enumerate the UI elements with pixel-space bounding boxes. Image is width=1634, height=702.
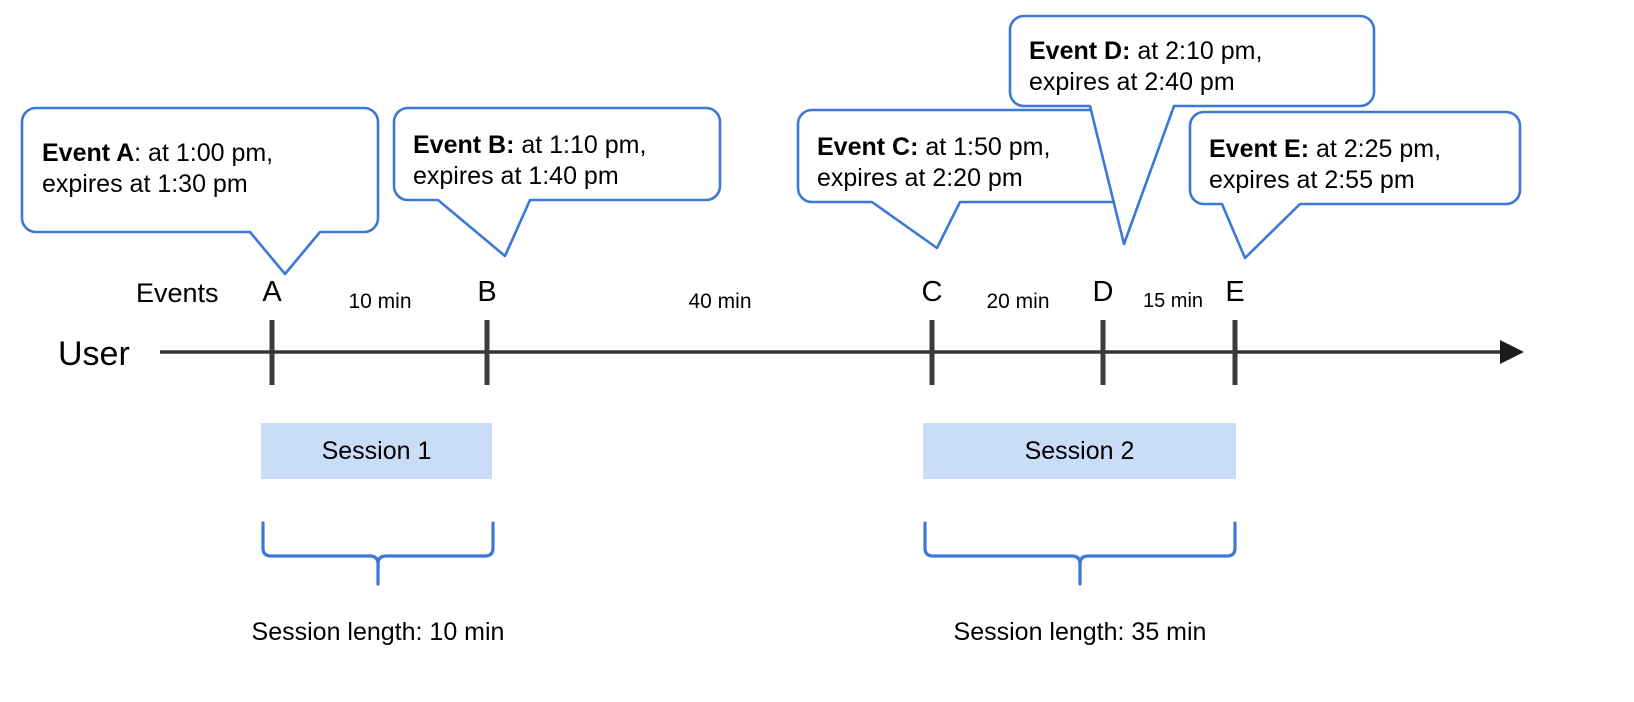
callout-line-2: expires at 2:40 pm: [1029, 67, 1262, 98]
tick-letter-e: E: [1225, 276, 1245, 308]
callout-line-1: Event C: at 1:50 pm,: [817, 132, 1050, 163]
event-detail2-d: expires at 2:40 pm: [1029, 68, 1235, 96]
tick-letter-c: C: [921, 276, 943, 308]
callout-text-c: Event C: at 1:50 pm, expires at 2:20 pm: [817, 132, 1050, 194]
event-name-c: Event C:: [817, 133, 919, 161]
event-detail1-e: at 2:25 pm,: [1309, 135, 1442, 163]
callout-text-b: Event B: at 1:10 pm, expires at 1:40 pm: [413, 130, 646, 192]
gap-label-c-d: 20 min: [986, 290, 1050, 313]
event-name-b: Event B:: [413, 131, 515, 159]
callout-bubble-b[interactable]: [392, 106, 722, 258]
callout-bubble-a[interactable]: [20, 106, 380, 276]
event-name-d: Event D:: [1029, 37, 1131, 65]
callout-bubble-e[interactable]: [1188, 110, 1522, 260]
callout-text-a: Event A: at 1:00 pm, expires at 1:30 pm: [42, 138, 273, 200]
tick-letter-d: D: [1092, 276, 1114, 308]
session-1-brace: [261, 521, 495, 586]
event-detail1-c: at 1:50 pm,: [918, 133, 1051, 161]
event-detail2-e: expires at 2:55 pm: [1209, 166, 1415, 194]
event-detail1-b: at 1:10 pm,: [514, 131, 647, 159]
gap-label-a-b: 10 min: [348, 290, 412, 313]
callout-line-2: expires at 2:55 pm: [1209, 165, 1441, 196]
event-name-e: Event E:: [1209, 135, 1310, 163]
session-box-1[interactable]: Session 1: [261, 423, 492, 479]
callout-line-2: expires at 2:20 pm: [817, 163, 1050, 194]
callout-line-1: Event B: at 1:10 pm,: [413, 130, 646, 161]
timeline-arrow-head: [1500, 340, 1524, 364]
event-detail2-c: expires at 2:20 pm: [817, 164, 1023, 192]
tick-letter-b: B: [477, 276, 497, 308]
event-detail2-a: expires at 1:30 pm: [42, 170, 248, 198]
session-length-label-2: Session length: 35 min: [953, 618, 1207, 646]
callout-line-1: Event D: at 2:10 pm,: [1029, 36, 1262, 67]
callout-line-1: Event A: at 1:00 pm,: [42, 138, 273, 169]
callout-line-2: expires at 1:30 pm: [42, 169, 273, 200]
events-row-label: Events: [136, 278, 219, 308]
event-detail1-a: at 1:00 pm,: [141, 139, 274, 167]
event-sep-a: :: [134, 139, 142, 167]
callout-text-d: Event D: at 2:10 pm, expires at 2:40 pm: [1029, 36, 1262, 98]
callout-bubble-d[interactable]: [1008, 14, 1376, 246]
axis-row-label-user: User: [58, 335, 130, 373]
event-detail2-b: expires at 1:40 pm: [413, 162, 619, 190]
callout-text-e: Event E: at 2:25 pm, expires at 2:55 pm: [1209, 134, 1441, 196]
gap-label-d-e: 15 min: [1142, 290, 1204, 312]
event-name-a: Event A: [42, 139, 135, 167]
callout-line-1: Event E: at 2:25 pm,: [1209, 134, 1441, 165]
session-2-brace: [923, 521, 1237, 586]
gap-label-b-c: 40 min: [688, 290, 752, 313]
callout-line-2: expires at 1:40 pm: [413, 161, 646, 192]
event-detail1-d: at 2:10 pm,: [1130, 37, 1263, 65]
session-box-2[interactable]: Session 2: [923, 423, 1236, 479]
tick-letter-a: A: [262, 276, 282, 308]
session-length-label-1: Session length: 10 min: [251, 618, 505, 646]
